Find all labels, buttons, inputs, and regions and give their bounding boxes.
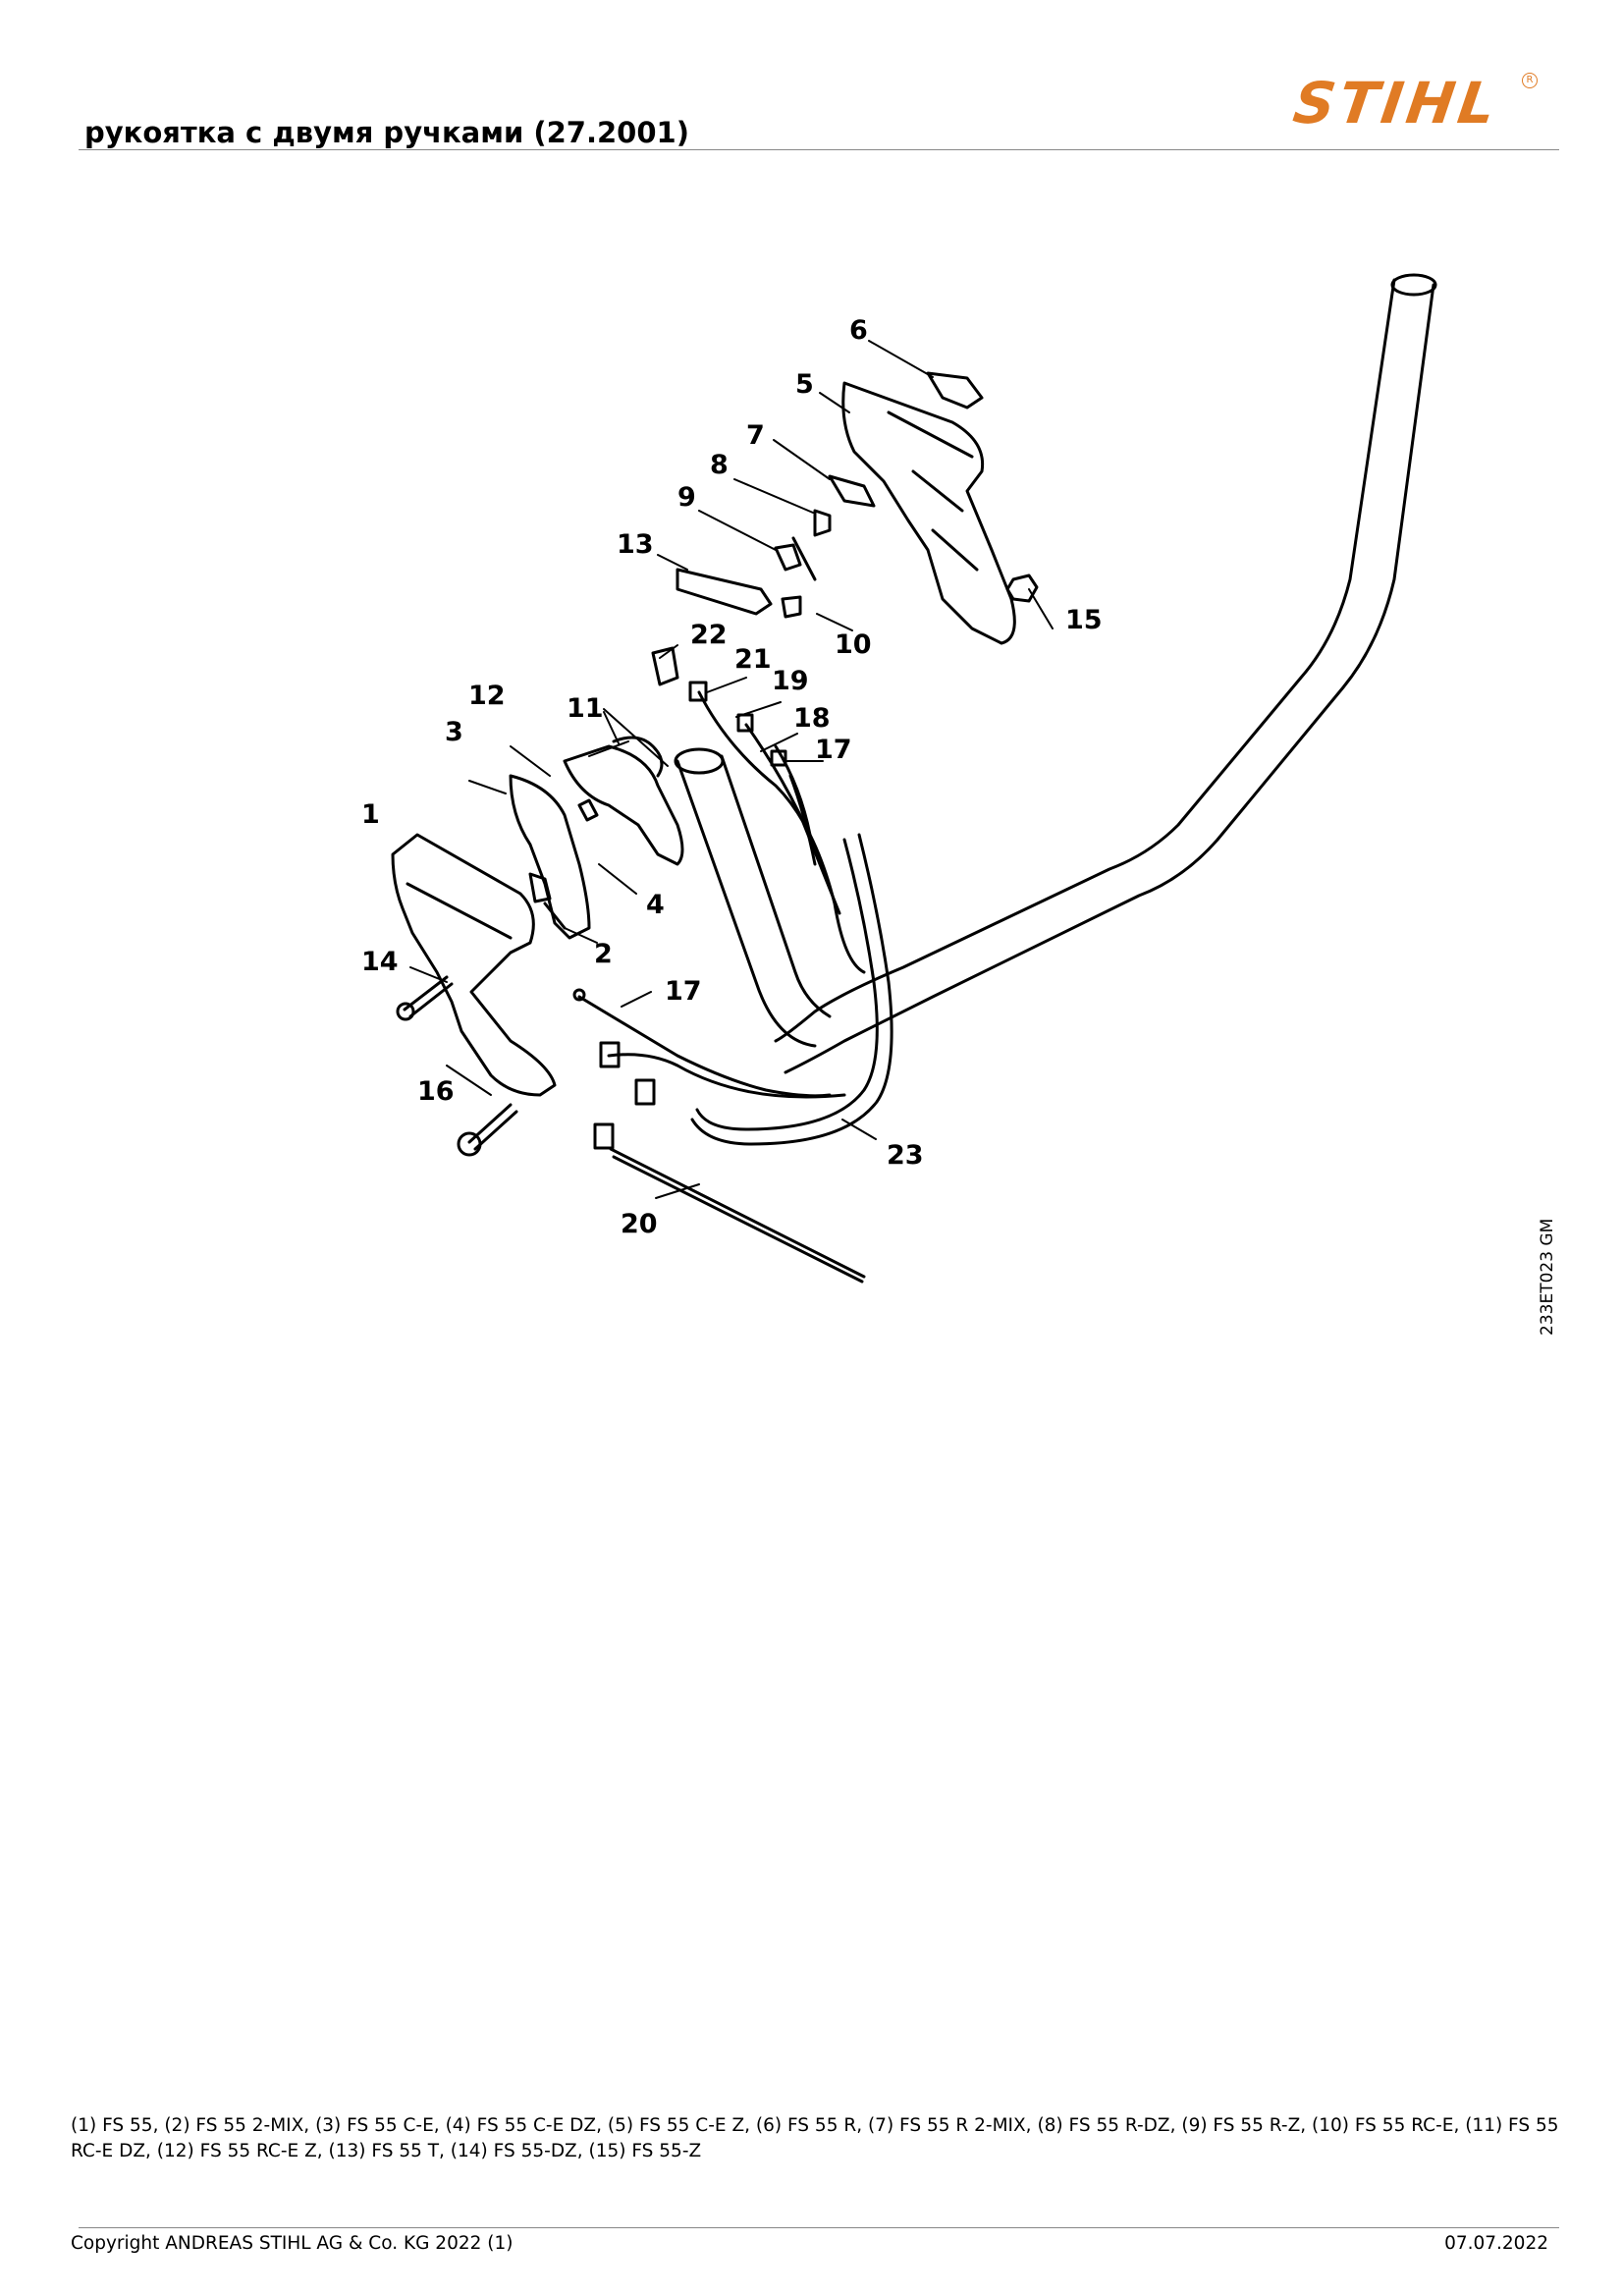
callout-20: 20 xyxy=(621,1209,658,1239)
clip-upper xyxy=(599,1041,621,1068)
callout-11: 11 xyxy=(567,693,604,724)
part-4 xyxy=(577,798,599,822)
date: 07.07.2022 xyxy=(1444,2233,1548,2254)
model-list: (1) FS 55, (2) FS 55 2-MIX, (3) FS 55 C-… xyxy=(71,2115,1559,2161)
header-divider xyxy=(79,149,1559,150)
copyright: Copyright ANDREAS STIHL AG & Co. KG 2022… xyxy=(71,2233,514,2254)
page-title: рукоятка с двумя ручками (27.2001) xyxy=(84,116,689,149)
part-17-upper xyxy=(770,749,787,767)
part-11 xyxy=(612,736,664,778)
part-10 xyxy=(781,595,802,619)
callout-9: 9 xyxy=(677,482,696,513)
part-21 xyxy=(688,681,708,702)
right-handle xyxy=(841,381,1016,645)
part-9 xyxy=(774,536,817,581)
part-8 xyxy=(813,509,832,537)
callout-7: 7 xyxy=(746,420,765,451)
callout-8: 8 xyxy=(710,450,729,480)
part-22 xyxy=(651,646,679,686)
riser-tube-end xyxy=(674,747,725,775)
callout-10: 10 xyxy=(835,629,872,660)
riser-tube xyxy=(676,759,817,1048)
conduit-23 xyxy=(695,838,879,1131)
registered-icon: R xyxy=(1522,73,1538,88)
tie-strap-20 xyxy=(609,1147,866,1279)
screw-14 xyxy=(403,975,454,1018)
callout-5: 5 xyxy=(795,369,814,400)
clip-middle xyxy=(634,1078,656,1106)
callout-17-upper: 17 xyxy=(815,735,852,765)
callout-21: 21 xyxy=(734,644,772,675)
tube-end xyxy=(1390,273,1437,297)
part-2 xyxy=(528,872,567,930)
callout-12: 12 xyxy=(468,681,506,711)
part-3 xyxy=(509,774,591,940)
callout-15: 15 xyxy=(1065,605,1103,635)
cable-17-lower xyxy=(577,995,832,1098)
clip-lower xyxy=(593,1122,615,1150)
screw-16 xyxy=(467,1103,518,1151)
part-12 xyxy=(563,744,684,866)
footer-divider xyxy=(79,2227,1559,2228)
drawing-reference-code: 233ET023 GM xyxy=(1538,1218,1557,1336)
part-6 xyxy=(926,371,984,410)
part-13 xyxy=(676,568,773,616)
callout-1: 1 xyxy=(361,799,380,830)
callout-6: 6 xyxy=(849,315,868,346)
callout-17-lower: 17 xyxy=(665,976,702,1007)
callout-13: 13 xyxy=(617,529,654,560)
callout-3: 3 xyxy=(445,717,463,747)
callout-18: 18 xyxy=(793,703,831,734)
callout-4: 4 xyxy=(646,890,665,920)
riser-tube-edge xyxy=(720,754,832,1018)
part-7 xyxy=(828,474,876,508)
part-15 xyxy=(1005,574,1039,603)
handlebar-tube-edge xyxy=(784,283,1435,1074)
handlebar-tube xyxy=(774,278,1396,1043)
stihl-logo: STIHL R xyxy=(1276,69,1542,137)
exploded-parts-diagram: 1 2 3 4 5 6 7 8 9 10 11 12 13 14 15 16 1… xyxy=(361,273,1437,1284)
callout-2: 2 xyxy=(594,939,613,969)
callout-23: 23 xyxy=(887,1140,924,1171)
callout-14: 14 xyxy=(361,947,399,977)
callout-19: 19 xyxy=(772,666,809,696)
left-handle xyxy=(391,833,557,1097)
callout-16: 16 xyxy=(417,1076,455,1107)
callout-22: 22 xyxy=(690,620,728,650)
leader-lines xyxy=(409,340,1054,1199)
